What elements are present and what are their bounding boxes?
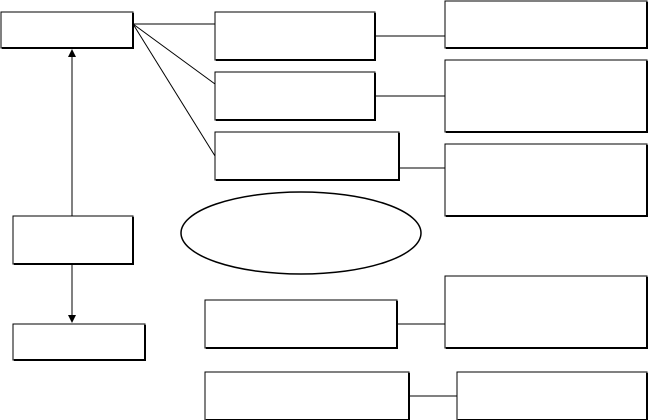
right-box-2 <box>444 59 648 133</box>
branch-box-2 <box>214 71 376 121</box>
bottom-left-box <box>12 323 146 361</box>
middle-left-box <box>12 215 134 265</box>
right-box-3 <box>444 143 648 217</box>
branch-box-1 <box>214 11 376 61</box>
branch-box-3 <box>214 131 400 181</box>
top-left-box <box>0 11 134 49</box>
bottom-middle-box <box>204 371 410 420</box>
right-box-1 <box>444 0 648 49</box>
lower-middle-box <box>204 299 398 349</box>
connector-top-box-to-branch-box-3 <box>132 23 216 157</box>
connector-top-box-to-branch-box-2 <box>132 23 216 85</box>
right-box-4 <box>444 275 648 349</box>
central-ellipse <box>180 191 422 275</box>
right-box-5 <box>456 371 648 420</box>
